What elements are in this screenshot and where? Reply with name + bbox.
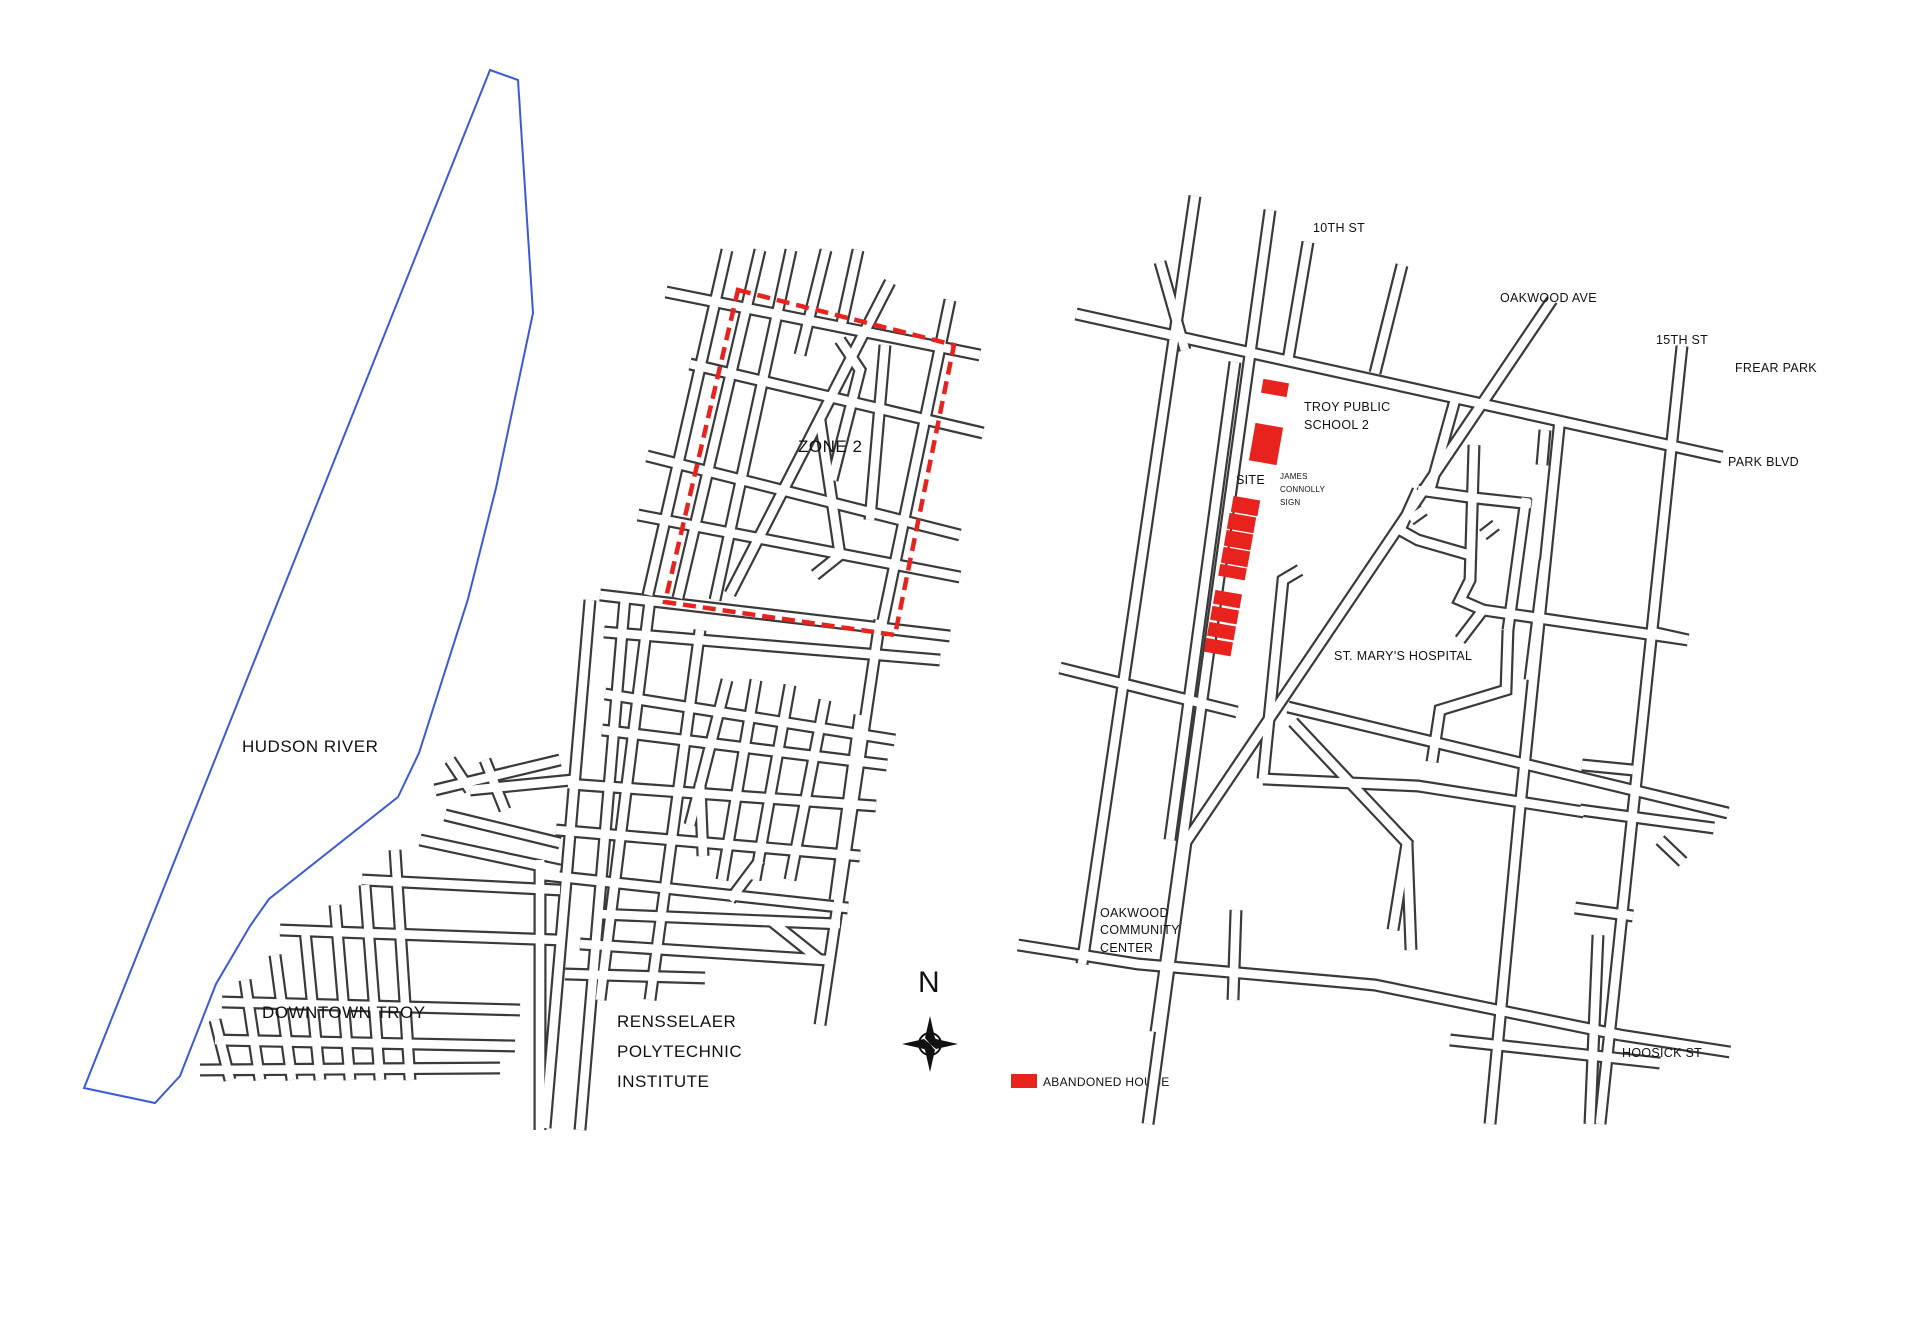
downtown-troy-label: DOWNTOWN TROY xyxy=(262,1003,426,1022)
overview-streets-fill xyxy=(199,248,984,1131)
rpi-label-line2: POLYTECHNIC xyxy=(617,1042,742,1061)
rpi-label-line1: RENSSELAER xyxy=(617,1012,736,1031)
street-label-10th: 10TH ST xyxy=(1313,221,1365,235)
hudson-river-label: HUDSON RIVER xyxy=(242,737,378,756)
street-label-hoosick: HOOSICK ST xyxy=(1622,1046,1702,1060)
street-label-15th: 15TH ST xyxy=(1656,333,1708,347)
abandoned-house xyxy=(1209,605,1240,625)
detail-streets-fill xyxy=(1017,195,1731,1125)
abandoned-house xyxy=(1218,563,1247,581)
legend-label: ABANDONED HOUSE xyxy=(1043,1075,1170,1089)
rpi-label-line3: INSTITUTE xyxy=(617,1072,709,1091)
zone-2-outline xyxy=(662,287,957,638)
abandoned-house xyxy=(1212,589,1243,609)
abandoned-house xyxy=(1206,621,1237,641)
community-center-label-line1: OAKWOOD xyxy=(1100,906,1169,920)
sign-label-line2: CONNOLLY xyxy=(1280,485,1325,494)
compass-rose-icon xyxy=(902,1016,958,1072)
north-label: N xyxy=(918,966,940,999)
site-label: SITE xyxy=(1236,473,1265,487)
overview-map: HUDSON RIVER ZONE 2 DOWNTOWN TROY RENSSE… xyxy=(82,68,985,1131)
community-center-label-line2: COMMUNITY xyxy=(1100,923,1180,937)
abandoned-house xyxy=(1226,512,1257,534)
north-arrow: N xyxy=(902,966,958,1072)
abandoned-house xyxy=(1248,422,1284,466)
sign-label-line3: SIGN xyxy=(1280,498,1300,507)
legend: ABANDONED HOUSE xyxy=(1011,1074,1170,1089)
abandoned-house xyxy=(1203,637,1234,657)
detail-map: 10TH ST OAKWOOD AVE 15TH ST FREAR PARK P… xyxy=(1016,195,1817,1125)
place-label-frear-park: FREAR PARK xyxy=(1735,361,1817,375)
community-center-label-line3: CENTER xyxy=(1100,941,1153,955)
abandoned-house xyxy=(1230,495,1261,517)
hospital-label: ST. MARY'S HOSPITAL xyxy=(1334,649,1472,663)
zone-2-label: ZONE 2 xyxy=(798,437,862,456)
hudson-river-outline xyxy=(82,68,535,1105)
abandoned-house xyxy=(1260,378,1290,398)
abandoned-houses xyxy=(1203,378,1290,657)
legend-swatch xyxy=(1011,1074,1037,1088)
school-label-line1: TROY PUBLIC xyxy=(1304,400,1390,414)
street-label-park-blvd: PARK BLVD xyxy=(1728,455,1799,469)
school-label-line2: SCHOOL 2 xyxy=(1304,418,1369,432)
abandoned-house xyxy=(1223,529,1254,551)
abandoned-house xyxy=(1220,546,1251,568)
street-label-oakwood: OAKWOOD AVE xyxy=(1500,291,1597,305)
sign-label-line1: JAMES xyxy=(1280,472,1308,481)
